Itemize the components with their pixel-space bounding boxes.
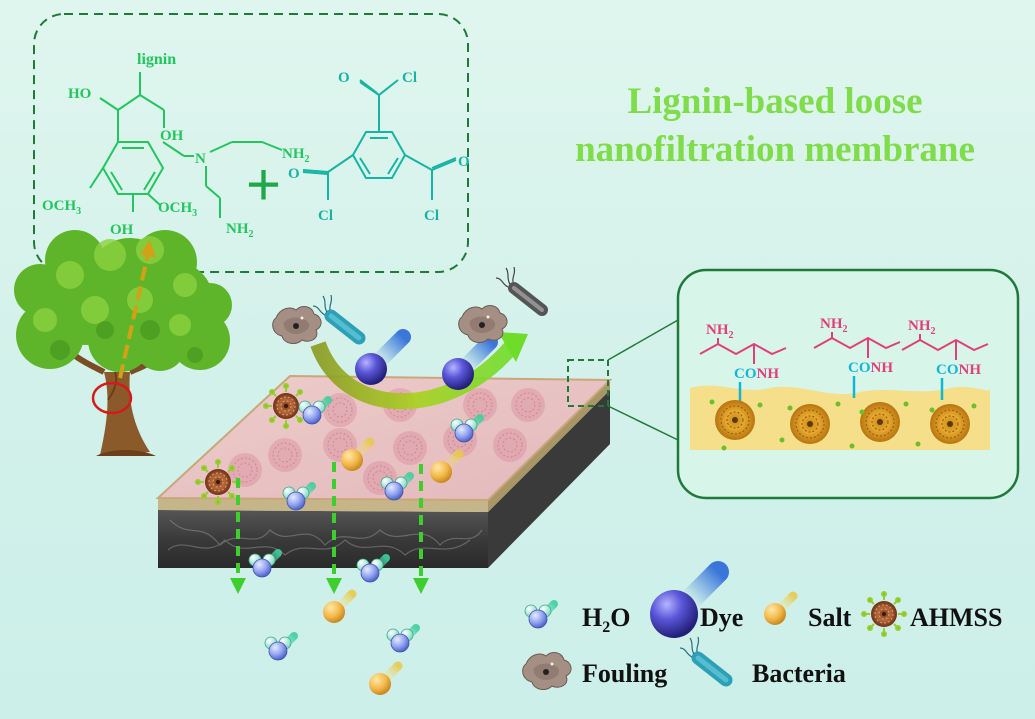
- chemistry-dashed-box: [33, 13, 469, 273]
- tree-illustration: [14, 230, 232, 456]
- rejection-arrow: [272, 267, 542, 410]
- tmc-cl-right: Cl: [424, 208, 439, 224]
- title-line-1: Lignin-based loose: [627, 81, 923, 122]
- svg-text:Salt: Salt: [808, 603, 852, 632]
- legend-item-ahmss: AHMSS: [861, 591, 1002, 637]
- ho-label: HO: [68, 86, 91, 102]
- svg-text:Fouling: Fouling: [582, 659, 667, 688]
- svg-text:Bacteria: Bacteria: [752, 659, 846, 688]
- n-atom-label: N: [195, 151, 206, 167]
- nh2-bottom-label: NH2: [226, 221, 254, 240]
- svg-text:Dye: Dye: [700, 603, 743, 632]
- svg-text:H2O: H2O: [582, 603, 630, 636]
- zoom-selection-box: [567, 359, 609, 407]
- zoom-conh-label: CONH: [734, 366, 779, 382]
- tmc-cl-top: Cl: [402, 70, 417, 86]
- zoom-conh-label: CONH: [936, 362, 981, 378]
- zoom-conh-label: CONH: [848, 360, 893, 376]
- och3-right-label: OCH3: [158, 200, 197, 219]
- legend-item-salt: Salt: [764, 596, 852, 632]
- lignin-label: lignin: [137, 51, 176, 68]
- legend: H2O Dye Salt AHMSS Fouling Bacteria: [522, 561, 1002, 690]
- tmc-structure: [302, 79, 457, 200]
- zoom-substrate: [690, 385, 990, 450]
- och3-left-label: OCH3: [42, 198, 81, 217]
- legend-item-bacteria: Bacteria: [680, 637, 846, 688]
- tmc-o-right: O: [458, 154, 470, 170]
- oh-bottom-label: OH: [110, 222, 134, 238]
- tree-to-lignin-arrow: [118, 253, 150, 379]
- permeate-particles: [249, 553, 416, 695]
- svg-text:AHMSS: AHMSS: [910, 603, 1002, 632]
- legend-item-h2o: H2O: [525, 603, 630, 636]
- nh2-right-label: NH2: [282, 146, 310, 165]
- membrane-block: [155, 319, 679, 594]
- tmc-cl-left: Cl: [318, 208, 333, 224]
- zoom-nh2-label: NH2: [820, 316, 848, 335]
- title-line-2: nanofiltration membrane: [575, 129, 975, 170]
- zoom-particles: [709, 399, 977, 451]
- lignin-amine-structure: [89, 72, 283, 218]
- tmc-o-left: O: [288, 166, 300, 182]
- zoom-nh2-label: NH2: [908, 318, 936, 337]
- zoom-panel: [676, 268, 1020, 500]
- legend-item-dye: Dye: [650, 561, 743, 638]
- tmc-o-top: O: [338, 70, 350, 86]
- zoom-nh2-label: NH2: [706, 322, 734, 341]
- tree-highlight-ring: [91, 381, 133, 415]
- legend-item-fouling: Fouling: [522, 652, 667, 690]
- title-container: Lignin-based loose nanofiltration membra…: [575, 81, 975, 170]
- oh-label-mid: OH: [160, 128, 184, 144]
- plus-sign: +: [246, 151, 281, 218]
